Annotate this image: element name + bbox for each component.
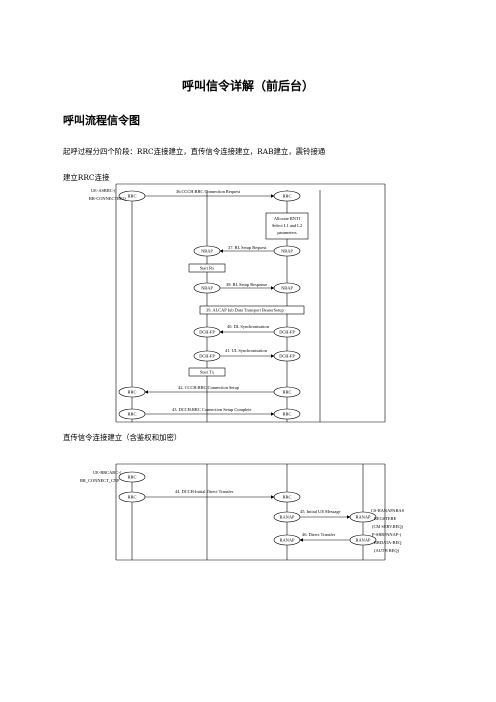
oval-label: RANAP	[356, 538, 371, 543]
right-note: CS-RANAPARAS	[371, 508, 405, 513]
message-label: 39. ALCAP Iub Data Transport BearerSetup	[206, 308, 284, 313]
oval-label: RRC	[128, 194, 137, 199]
oval-label: NBAP	[281, 286, 293, 291]
subsection-direct-heading: 直传信令连接建立（含鉴权和加密）	[63, 433, 182, 442]
alcap-box	[199, 305, 305, 315]
right-note: (CM SERV.REQ)	[372, 524, 404, 529]
oval-label: RRC	[128, 475, 137, 480]
right-note: REGSTERE	[374, 516, 397, 521]
direct-transfer-diagram	[115, 463, 386, 561]
oval-label: DCH-FP	[199, 330, 215, 335]
message-label: 46. Direct Transfer	[302, 532, 336, 537]
page-title: 呼叫信令详解（前后台）	[181, 79, 314, 93]
message-label: 37. RL Setup Request	[228, 245, 267, 250]
oval-label: RRC	[128, 495, 137, 500]
start-rx-label: Start Rx	[200, 266, 215, 271]
side-note: RR_CONNECT_CNF	[80, 478, 120, 483]
message-label: 38. RL Setup Response	[226, 282, 267, 287]
process-box-line: Allocate RNTI	[274, 216, 301, 221]
oval-label: RRC	[283, 412, 292, 417]
allocate-rnti-box	[265, 212, 309, 240]
message-label: 42. CCCH:RRC Connection Setup	[178, 385, 240, 390]
oval-label: RANAP	[356, 515, 371, 520]
oval-label: DCH-FP	[199, 354, 215, 359]
start-rx-box	[188, 263, 226, 273]
right-note: RRDATA-REQ	[374, 540, 402, 545]
side-note: RR-CONNECTREQ	[89, 196, 127, 201]
start-tx-label: Start Tx	[200, 370, 215, 375]
message-label: 40. DL Synchronisation	[227, 324, 270, 329]
message-label: 44. DCCH:Initial Direct Transfer	[175, 489, 234, 494]
message-label: 41. UL Synchronisation	[225, 348, 268, 353]
subsection-rrc-heading: 建立RRC连接	[63, 173, 110, 182]
message-label: 45. Initial UE Message	[300, 509, 341, 514]
side-note: UE-ASRRC-(	[91, 188, 116, 193]
oval-label: DCH-FP	[279, 354, 295, 359]
process-box-line: parameters	[277, 230, 297, 235]
dt-oval-ue	[118, 471, 146, 483]
section-heading: 呼叫流程信令图	[63, 114, 140, 127]
oval-label: NBAP	[201, 286, 213, 291]
start-tx-box	[188, 367, 226, 377]
right-note: (AUTH REQ)	[374, 548, 400, 553]
process-box-line: Select L1 and L2	[272, 223, 302, 228]
oval-label: RRC	[128, 412, 137, 417]
oval-label: NBAP	[281, 249, 293, 254]
oval-label: RANAP	[280, 515, 295, 520]
rrc-diagram	[115, 183, 386, 423]
side-note: UE-RRCARC-(	[93, 470, 122, 475]
right-note: P-SRRPANAP-)	[372, 532, 402, 537]
oval-label: RRC	[283, 390, 292, 395]
oval-label: NBAP	[201, 249, 213, 254]
oval-label: RRC	[283, 194, 292, 199]
oval-label: RANAP	[280, 538, 295, 543]
intro-paragraph: 起呼过程分四个阶段：RRC连接建立，直传信令连接建立，RAB建立，震铃接通	[63, 147, 326, 156]
message-label: 43. DCCH:RRC Connection Setup Complete	[172, 407, 251, 412]
oval-label: RRC	[283, 495, 292, 500]
oval-label: DCH-FP	[279, 330, 295, 335]
oval-label: RRC	[128, 390, 137, 395]
message-label: 36.CCCH:RRC Connection Request	[176, 189, 241, 194]
